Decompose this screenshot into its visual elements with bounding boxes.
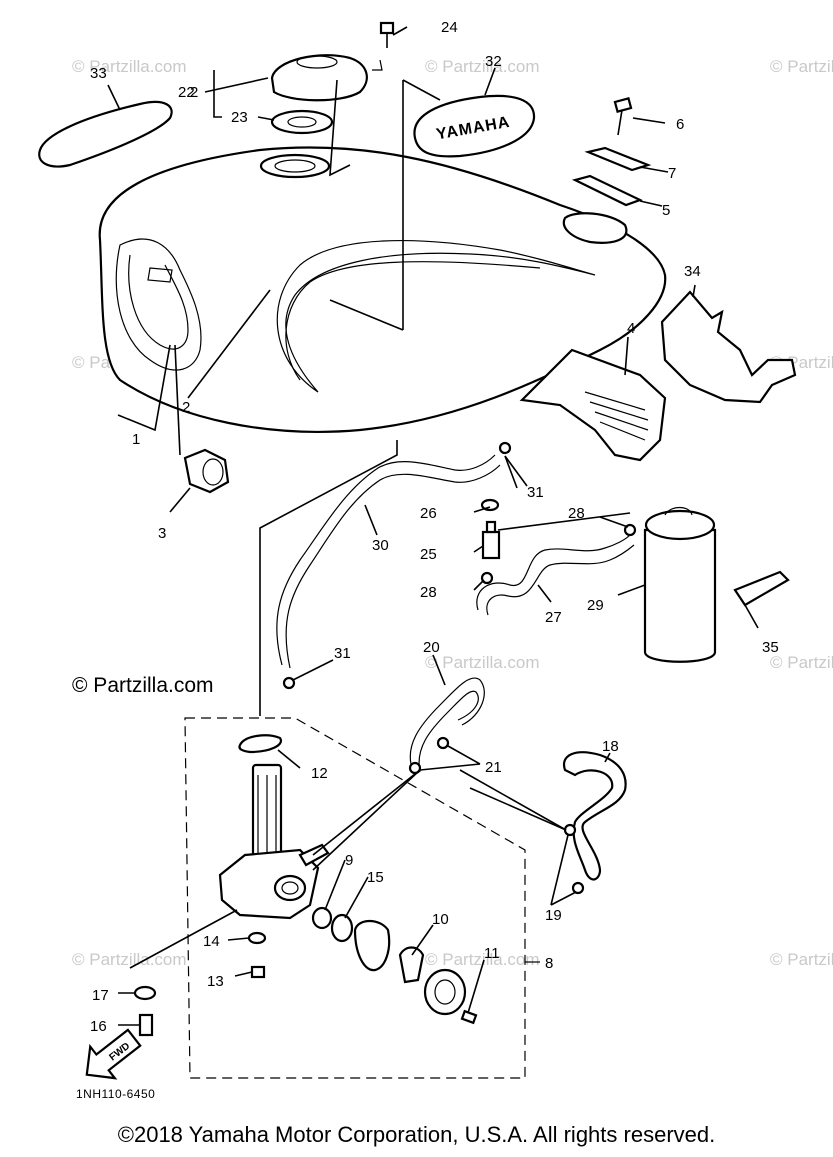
watermark: © Partzilla.com <box>425 653 540 672</box>
clip-21 <box>436 736 450 750</box>
part-label: 12 <box>311 765 328 782</box>
washer-17 <box>133 985 157 1001</box>
hose-30 <box>276 454 496 666</box>
part-label: 6 <box>676 116 684 133</box>
fuel-cock <box>218 763 330 920</box>
copyright-notice: ©2018 Yamaha Motor Corporation, U.S.A. A… <box>117 1122 716 1147</box>
hose-20 <box>409 677 485 769</box>
screw-11 <box>460 1009 478 1025</box>
nut-3 <box>183 448 230 494</box>
canister-29 <box>643 506 717 663</box>
bolt-6 <box>613 97 633 136</box>
clip-31 <box>498 441 512 455</box>
fuel-cock-group-box <box>184 717 526 1079</box>
part-labels: 1 2 2 3 4 5 6 7 8 9 10 11 12 13 14 15 16… <box>90 19 779 1035</box>
watermark: © Partzilla.com <box>425 950 540 969</box>
cushion-5 <box>571 174 643 207</box>
watermark: © Partzill <box>770 950 833 969</box>
part-label: 16 <box>90 1018 107 1035</box>
leader-lines <box>107 26 759 1026</box>
part-label: 14 <box>203 933 220 950</box>
part-label: 3 <box>158 525 166 542</box>
part-label: 34 <box>684 263 701 280</box>
screw-13 <box>250 965 266 979</box>
fuel-cap <box>270 54 383 135</box>
oring-15 <box>330 913 354 943</box>
part-label: 31 <box>334 645 351 662</box>
part-label: 19 <box>545 907 562 924</box>
part-label: 33 <box>90 65 107 82</box>
part-label: 13 <box>207 973 224 990</box>
hose-27 <box>476 534 631 611</box>
part-label: 35 <box>762 639 779 656</box>
forward-arrow: FWD <box>85 1028 142 1080</box>
part-label: 24 <box>441 19 458 36</box>
part-label: 28 <box>568 505 585 522</box>
lever-10 <box>398 946 425 984</box>
lever-shaft <box>353 919 391 972</box>
fuel-tank <box>98 146 667 433</box>
part-label: 21 <box>485 759 502 776</box>
yamaha-emblem: YAMAHA <box>413 94 536 158</box>
part-label: 28 <box>420 584 437 601</box>
part-label: 17 <box>92 987 109 1004</box>
bolt-16 <box>138 1013 154 1037</box>
part-label: 4 <box>627 320 635 337</box>
washer-14 <box>247 931 267 945</box>
plate-11 <box>423 968 467 1016</box>
part-label: 18 <box>602 738 619 755</box>
part-label: 9 <box>345 852 353 869</box>
gasket-9 <box>311 906 333 930</box>
diagram-code: 1NH110-6450 <box>76 1087 156 1101</box>
watermark: © Partzilla.com <box>425 57 540 76</box>
part-label: 22 <box>178 84 195 101</box>
washer-7 <box>584 146 652 172</box>
screw-24 <box>379 21 395 48</box>
part-label: 20 <box>423 639 440 656</box>
watermark-main: © Partzilla.com <box>72 674 214 697</box>
clip-19 <box>571 881 585 895</box>
part-label: 7 <box>668 165 676 182</box>
part-label: 26 <box>420 505 437 522</box>
part-label: 10 <box>432 911 449 928</box>
side-badge <box>38 100 173 168</box>
part-label: 32 <box>485 53 502 70</box>
clip-19 <box>563 823 577 837</box>
part-label: 23 <box>231 109 248 126</box>
clip-31 <box>282 676 296 690</box>
part-label: 8 <box>545 955 553 972</box>
strap-35 <box>733 570 790 607</box>
part-label: 30 <box>372 537 389 554</box>
watermark: © Partzilla.com <box>72 950 187 969</box>
part-label: 5 <box>662 202 670 219</box>
part-label: 15 <box>367 869 384 886</box>
oring-12 <box>238 734 283 754</box>
part-label: 31 <box>527 484 544 501</box>
part-label: 11 <box>484 945 500 962</box>
watermark: © Partzilla.com <box>72 57 187 76</box>
part-label: 2 <box>182 399 190 416</box>
part-label: 27 <box>545 609 562 626</box>
valve-25 <box>480 498 501 560</box>
part-label: 1 <box>132 431 140 448</box>
watermark: © Partzill <box>770 653 833 672</box>
watermark: © Partzill <box>770 57 833 76</box>
cover-4 <box>519 348 667 462</box>
part-label: 2 <box>190 84 198 101</box>
part-label: 25 <box>420 546 437 563</box>
bracket-34 <box>660 290 797 404</box>
hose-18 <box>562 751 627 881</box>
part-label: 29 <box>587 597 604 614</box>
